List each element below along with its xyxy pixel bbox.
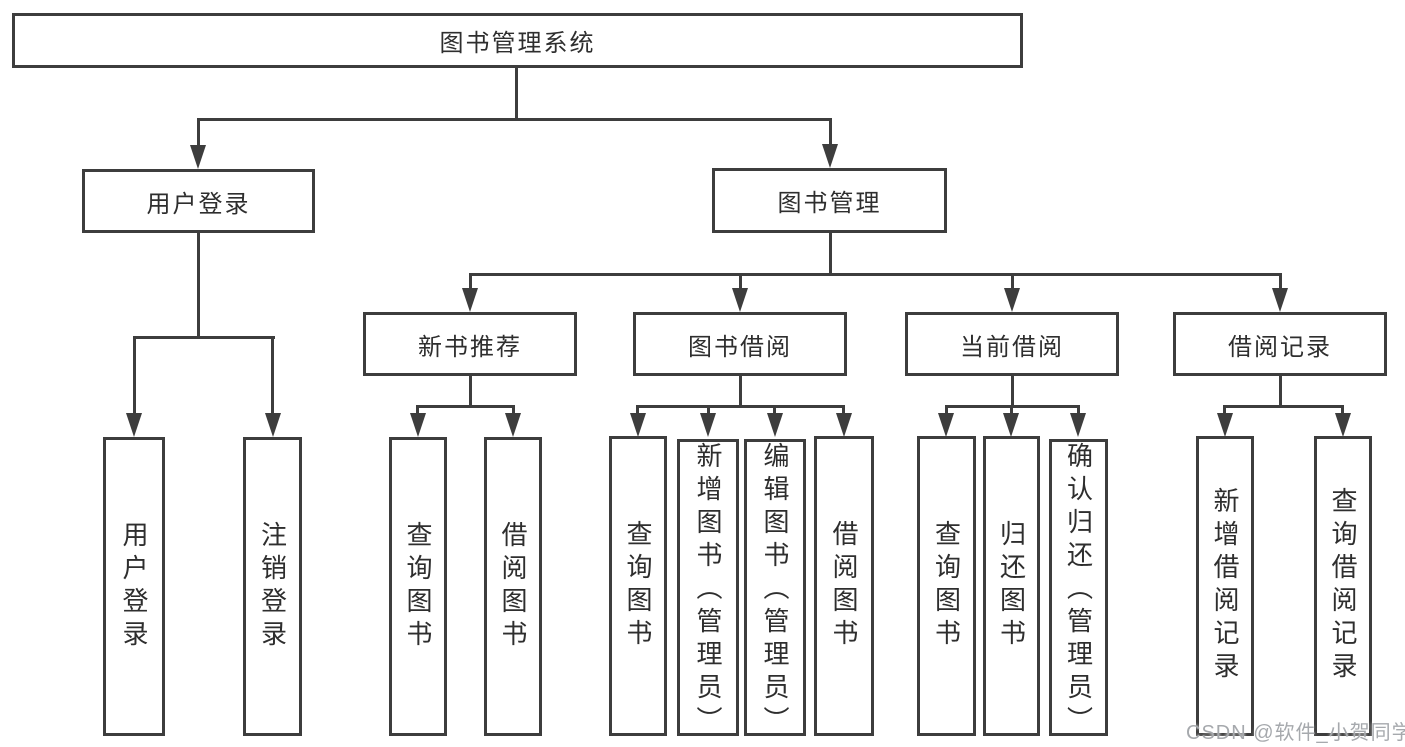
leaf-logout: 注销登录 <box>243 437 302 736</box>
connector-line <box>1011 376 1014 405</box>
leaf-edit-book-admin: 编辑图书（管理员） <box>744 439 806 739</box>
connector-line <box>739 376 742 405</box>
connector-line <box>1223 405 1226 416</box>
connector-line <box>271 336 274 416</box>
arrow-down-icon <box>1272 288 1288 312</box>
leaf-return-book: 归还图书 <box>983 436 1040 736</box>
arrow-down-icon <box>1335 413 1351 437</box>
connector-line <box>1279 273 1282 295</box>
connector-line <box>842 405 845 416</box>
connector-line <box>829 233 832 273</box>
leaf-borrow-book-rec: 借阅图书 <box>484 437 542 736</box>
arrow-down-icon <box>1070 413 1086 437</box>
leaf-add-book-admin: 新增图书（管理员） <box>677 439 739 739</box>
connector-line <box>636 405 639 416</box>
node-borrow-record-label: 借阅记录 <box>1228 333 1332 361</box>
arrow-down-icon <box>410 413 426 437</box>
node-new-book-rec: 新书推荐 <box>363 312 577 376</box>
leaf-borrow-book-borrow: 借阅图书 <box>814 436 874 736</box>
arrow-down-icon <box>1003 413 1019 437</box>
node-new-book-rec-label: 新书推荐 <box>418 333 522 361</box>
leaf-logout-label: 注销登录 <box>257 520 288 653</box>
arrow-down-icon <box>700 413 716 437</box>
connector-line <box>197 118 200 148</box>
connector-line <box>1077 405 1080 416</box>
arrow-down-icon <box>126 413 142 437</box>
connector-line <box>416 405 515 408</box>
leaf-add-borrow-record-label: 新增借阅记录 <box>1210 487 1240 685</box>
connector-line <box>1341 405 1344 416</box>
node-book-borrow: 图书借阅 <box>633 312 847 376</box>
leaf-query-book-current-label: 查询图书 <box>931 520 962 652</box>
node-root-label: 图书管理系统 <box>439 30 596 57</box>
node-user-login-label: 用户登录 <box>146 190 251 218</box>
arrow-down-icon <box>265 413 281 437</box>
leaf-user-login: 用户登录 <box>103 437 165 736</box>
node-book-mgmt-label: 图书管理 <box>777 190 882 217</box>
node-book-mgmt: 图书管理 <box>712 168 947 233</box>
connector-line <box>197 233 200 336</box>
connector-line <box>416 405 419 416</box>
arrow-down-icon <box>1217 413 1233 437</box>
connector-line <box>469 273 1281 276</box>
arrow-down-icon <box>1004 288 1020 312</box>
connector-line <box>773 405 776 416</box>
connector-line <box>197 118 831 121</box>
leaf-query-book-rec: 查询图书 <box>389 437 447 736</box>
node-borrow-record: 借阅记录 <box>1173 312 1387 376</box>
connector-line <box>512 405 515 416</box>
arrow-down-icon <box>767 413 783 437</box>
connector-line <box>515 68 518 118</box>
connector-line <box>829 118 832 148</box>
leaf-user-login-label: 用户登录 <box>119 520 149 653</box>
node-current-borrow-label: 当前借阅 <box>960 333 1064 361</box>
node-user-login: 用户登录 <box>82 169 315 233</box>
connector-line <box>1223 405 1344 408</box>
leaf-add-borrow-record: 新增借阅记录 <box>1196 436 1254 736</box>
arrow-down-icon <box>630 413 646 437</box>
connector-line <box>1279 376 1282 405</box>
leaf-borrow-book-rec-label: 借阅图书 <box>498 520 528 653</box>
leaf-query-book-borrow: 查询图书 <box>609 436 667 736</box>
leaf-query-borrow-record: 查询借阅记录 <box>1314 436 1372 736</box>
leaf-query-borrow-record-label: 查询借阅记录 <box>1328 487 1358 685</box>
leaf-query-book-rec-label: 查询图书 <box>403 520 433 653</box>
connector-line <box>636 405 845 408</box>
node-current-borrow: 当前借阅 <box>905 312 1119 376</box>
connector-line <box>739 273 742 295</box>
leaf-query-book-current: 查询图书 <box>917 436 976 736</box>
arrow-down-icon <box>836 413 852 437</box>
arrow-down-icon <box>732 288 748 312</box>
connector-line <box>1011 273 1014 295</box>
connector-line <box>133 336 136 416</box>
connector-line <box>707 405 710 416</box>
leaf-return-book-label: 归还图书 <box>996 520 1027 652</box>
leaf-query-book-borrow-label: 查询图书 <box>623 520 653 652</box>
arrow-down-icon <box>938 413 954 437</box>
connector-line <box>469 273 472 295</box>
leaf-edit-book-admin-label: 编辑图书（管理员） <box>760 442 790 739</box>
arrow-down-icon <box>190 145 206 169</box>
leaf-confirm-return-admin: 确认归还（管理员） <box>1049 439 1108 739</box>
connector-line <box>945 405 948 416</box>
node-root: 图书管理系统 <box>12 13 1023 68</box>
leaf-add-book-admin-label: 新增图书（管理员） <box>693 442 723 739</box>
node-book-borrow-label: 图书借阅 <box>688 333 792 361</box>
connector-line <box>133 336 275 339</box>
leaf-confirm-return-admin-label: 确认归还（管理员） <box>1063 442 1094 739</box>
arrow-down-icon <box>462 288 478 312</box>
leaf-borrow-book-borrow-label: 借阅图书 <box>829 520 859 652</box>
arrow-down-icon <box>822 144 838 168</box>
arrow-down-icon <box>505 413 521 437</box>
csdn-watermark: CSDN @软件_小贺同学 <box>1186 722 1405 744</box>
connector-line <box>1010 405 1013 416</box>
connector-line <box>469 376 472 405</box>
